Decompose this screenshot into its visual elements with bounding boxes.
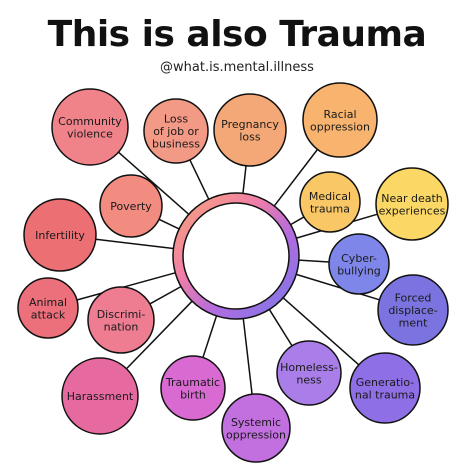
connector-pregnancy-loss <box>242 165 247 194</box>
bubble-forced-displacement <box>377 274 449 346</box>
center-ring <box>173 193 299 319</box>
bubble-animal-attack <box>17 277 79 339</box>
connector-loss-of-job <box>189 159 210 200</box>
bubble-traumatic-birth <box>160 355 226 421</box>
bubble-line: nation <box>104 320 139 333</box>
bubble-line: Cyber- <box>341 252 377 265</box>
connector-forced-displacement <box>296 273 380 301</box>
bubble-line: bullying <box>337 264 381 277</box>
bubble-discrimination <box>87 286 155 354</box>
bubble-line: displace- <box>388 304 437 317</box>
connector-infertility <box>95 238 174 250</box>
bubble-line: experiences <box>379 204 446 217</box>
bubble-line: Homeless- <box>280 361 338 374</box>
bubble-line: oppression <box>226 428 286 441</box>
bubble-infertility <box>23 198 97 272</box>
connector-racial-oppression <box>273 148 319 207</box>
connector-medical-trauma <box>290 216 305 226</box>
bubble-near-death-experiences <box>375 167 449 241</box>
page-title: This is also Trauma <box>47 14 427 55</box>
bubble-line: ness <box>296 373 321 386</box>
bubble-poverty <box>99 174 163 238</box>
bubble-line: of job or <box>153 125 199 138</box>
bubble-medical-trauma <box>299 171 361 233</box>
connector-discrimination <box>149 285 182 305</box>
bubble-pregnancy-loss <box>213 93 287 167</box>
bubble-generational-trauma <box>349 352 421 424</box>
bubble-label-homelessness: Homeless-ness <box>280 361 338 387</box>
bubble-line: Discrimi- <box>97 308 146 321</box>
bubble-line: oppression <box>310 120 370 133</box>
bubble-community-violence <box>51 88 129 166</box>
bubble-loss-of-job <box>143 98 209 164</box>
bubble-line: Traumatic <box>165 376 220 389</box>
bubble-racial-oppression <box>302 82 378 158</box>
bubble-line: attack <box>31 308 66 321</box>
bubble-systemic-oppression <box>221 393 291 463</box>
connector-traumatic-birth <box>202 315 218 358</box>
bubble-label-discrimination: Discrimi-nation <box>97 308 146 334</box>
bubble-line: violence <box>67 127 113 140</box>
bubble-line: loss <box>239 130 261 143</box>
bubble-label-harassment: Harassment <box>67 390 134 403</box>
center-ring-outline <box>172 192 300 320</box>
bubble-line: Community <box>58 115 122 128</box>
bubble-line: Loss <box>164 113 188 126</box>
bubble-line: Near death <box>381 192 443 205</box>
bubble-homelessness <box>276 340 342 406</box>
bubble-cyber-bullying <box>328 233 390 295</box>
bubble-harassment <box>61 357 139 435</box>
bubble-line: Systemic <box>231 416 281 429</box>
bubble-line: Forced <box>395 292 432 305</box>
bubble-line: Animal <box>29 296 67 309</box>
connector-homelessness <box>268 309 293 347</box>
bubble-label-generational-trauma: Generatio-nal trauma <box>355 376 415 402</box>
connector-harassment <box>125 300 193 370</box>
bubble-line: Harassment <box>67 390 134 403</box>
bubble-label-poverty: Poverty <box>110 200 152 213</box>
connector-systemic-oppression <box>242 318 253 395</box>
bubble-line: Generatio- <box>356 376 415 389</box>
connector-cyber-bullying <box>298 259 330 263</box>
bubble-line: Pregnancy <box>221 118 279 131</box>
bubble-label-cyber-bullying: Cyber-bullying <box>337 252 381 278</box>
connector-community-violence <box>117 151 190 215</box>
bubble-line: business <box>152 138 200 151</box>
bubble-line: nal trauma <box>355 388 415 401</box>
bubble-line: Racial <box>323 108 356 121</box>
connector-poverty <box>158 218 180 230</box>
bubble-line: Poverty <box>110 200 152 213</box>
bubble-label-infertility: Infertility <box>35 229 85 242</box>
bubble-line: birth <box>180 388 206 401</box>
author-handle: @what.is.mental.illness <box>160 60 314 75</box>
bubble-line: Medical <box>309 190 351 203</box>
bubble-line: trauma <box>310 202 350 215</box>
bubble-line: Infertility <box>35 229 85 242</box>
connector-animal-attack <box>76 272 176 301</box>
bubble-line: ment <box>399 317 428 330</box>
center-ring-inner-outline <box>182 202 290 310</box>
connector-generational-trauma <box>282 297 360 366</box>
